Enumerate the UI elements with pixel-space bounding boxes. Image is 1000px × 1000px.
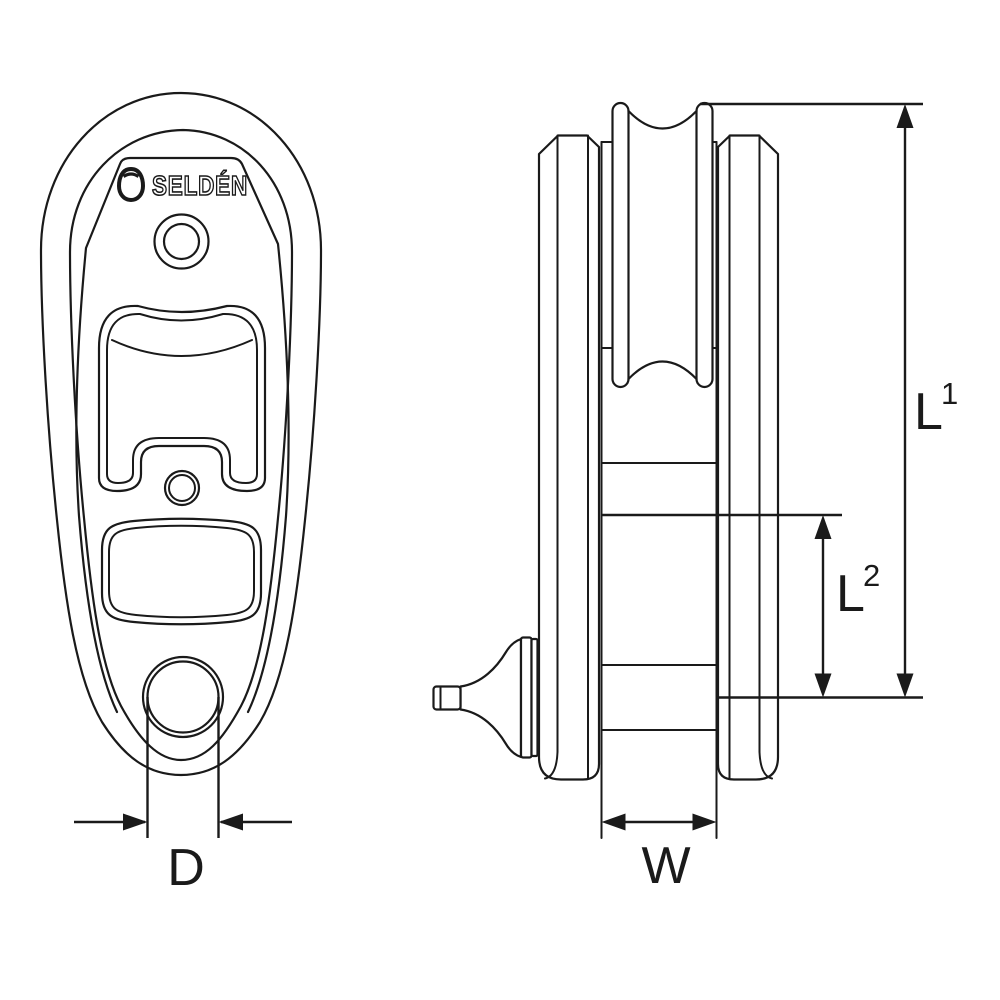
sheave <box>611 101 714 389</box>
lower-cutout <box>100 517 263 626</box>
dim-w-label: W <box>641 837 690 895</box>
becket-scoop-line <box>111 339 253 357</box>
l1-arrowhead-bottom <box>896 673 914 698</box>
brand-logo: SELDÉN <box>116 166 248 203</box>
sheave-flange-left <box>611 101 630 389</box>
head-ring-inner <box>162 222 201 261</box>
dimension-d: D <box>74 697 292 897</box>
selden-egg-notch <box>122 172 140 178</box>
w-arrowhead-right <box>692 813 717 831</box>
sheave-groove-bottom <box>627 360 698 381</box>
axle-washer-1 <box>519 636 533 759</box>
dimension-l2: L 2 <box>601 513 880 698</box>
center-rivet-inner <box>168 474 196 502</box>
w-arrowhead-left <box>601 813 626 831</box>
cheek-right-bevel-1 <box>758 134 773 780</box>
cheek-left <box>537 134 601 781</box>
axle-flare <box>459 637 523 759</box>
axle-washer-2 <box>530 637 539 758</box>
lower-cutout-outer <box>100 517 263 626</box>
becket-cutout-inner <box>106 312 258 484</box>
l2-arrowhead-top <box>814 515 832 539</box>
sheave-hole <box>141 655 225 739</box>
cheek-right <box>716 134 780 781</box>
front-view: SELDÉN <box>39 91 323 777</box>
l1-arrowhead-top <box>896 104 914 128</box>
front-second-outline <box>68 128 294 762</box>
center-rivet <box>163 469 201 507</box>
head-ring-outer <box>153 213 210 270</box>
dim-l1-label: L 1 <box>914 376 958 441</box>
dimension-l1: L 1 <box>700 102 958 699</box>
front-panel-outline <box>75 156 290 714</box>
head-ring <box>153 213 210 270</box>
l2-arrowhead-bottom <box>814 673 832 698</box>
becket-cutout <box>97 304 267 493</box>
becket-cutout-outer <box>97 304 267 493</box>
sheave-hole-outer <box>141 655 225 739</box>
lower-cutout-inner <box>108 524 255 619</box>
brand-name: SELDÉN <box>152 170 248 201</box>
dimension-w: W <box>601 813 717 895</box>
cheek-left-outline <box>537 134 601 781</box>
d-arrowhead-left <box>123 813 148 831</box>
cheek-left-bevel-1 <box>544 134 559 780</box>
dim-l2-label: L 2 <box>836 558 880 623</box>
center-rivet-outer <box>163 469 201 507</box>
sheave-groove-top <box>627 109 698 130</box>
d-arrowhead-right <box>218 813 243 831</box>
sheave-flange-right <box>695 101 714 389</box>
cheek-right-outline <box>716 134 780 781</box>
side-view <box>432 101 780 839</box>
axle-pin <box>432 685 462 711</box>
axle-fitting <box>432 636 539 759</box>
dim-d-label: D <box>167 839 205 897</box>
